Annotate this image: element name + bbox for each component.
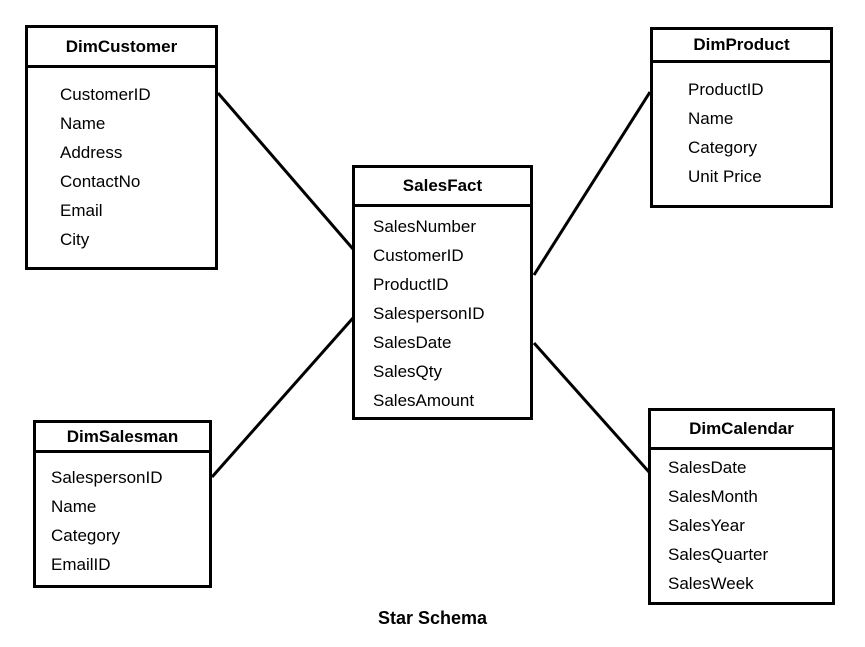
table-title-dim-product: DimProduct (653, 30, 830, 63)
table-title-dim-customer: DimCustomer (28, 28, 215, 68)
table-dim-customer: DimCustomer CustomerID Name Address Cont… (25, 25, 218, 270)
table-dim-salesman: DimSalesman SalespersonID Name Category … (33, 420, 212, 588)
relationship-line-dimproduct-salesfact (532, 91, 652, 276)
relationship-line-dimcustomer-salesfact (216, 92, 355, 250)
table-title-dim-calendar: DimCalendar (651, 411, 832, 450)
field-contactno: ContactNo (60, 172, 141, 191)
field-productid: ProductID (373, 275, 449, 294)
table-dim-product: DimProduct ProductID Name Category Unit … (650, 27, 833, 208)
field-name: Name (51, 497, 97, 516)
relationship-line-dimcalendar-salesfact (532, 342, 651, 473)
table-title-dim-salesman: DimSalesman (36, 423, 209, 453)
field-salesamount: SalesAmount (373, 391, 475, 410)
field-unit-price: Unit Price (688, 167, 762, 186)
field-name: Name (60, 114, 106, 133)
diagram-caption: Star Schema (377, 608, 488, 628)
field-salespersonid: SalespersonID (51, 468, 163, 487)
table-title-sales-fact: SalesFact (355, 168, 530, 207)
table-sales-fact: SalesFact SalesNumber CustomerID Product… (352, 165, 533, 420)
field-city: City (60, 230, 90, 249)
field-name: Name (688, 109, 734, 128)
field-customerid: CustomerID (60, 85, 151, 104)
field-salesquarter: SalesQuarter (668, 545, 769, 564)
field-salesdate: SalesDate (373, 333, 452, 352)
field-salesyear: SalesYear (668, 516, 745, 535)
field-customerid: CustomerID (373, 246, 464, 265)
field-salesweek: SalesWeek (668, 574, 754, 593)
field-salesqty: SalesQty (373, 362, 442, 381)
field-salesmonth: SalesMonth (668, 487, 758, 506)
field-emailid: EmailID (51, 555, 111, 574)
field-salesnumber: SalesNumber (373, 217, 476, 236)
field-salespersonid: SalespersonID (373, 304, 485, 323)
field-email: Email (60, 201, 103, 220)
relationship-line-dimsalesman-salesfact (210, 317, 355, 478)
field-category: Category (51, 526, 120, 545)
field-address: Address (60, 143, 123, 162)
field-salesdate: SalesDate (668, 458, 747, 477)
field-productid: ProductID (688, 80, 764, 99)
field-category: Category (688, 138, 757, 157)
table-dim-calendar: DimCalendar SalesDate SalesMonth SalesYe… (648, 408, 835, 605)
